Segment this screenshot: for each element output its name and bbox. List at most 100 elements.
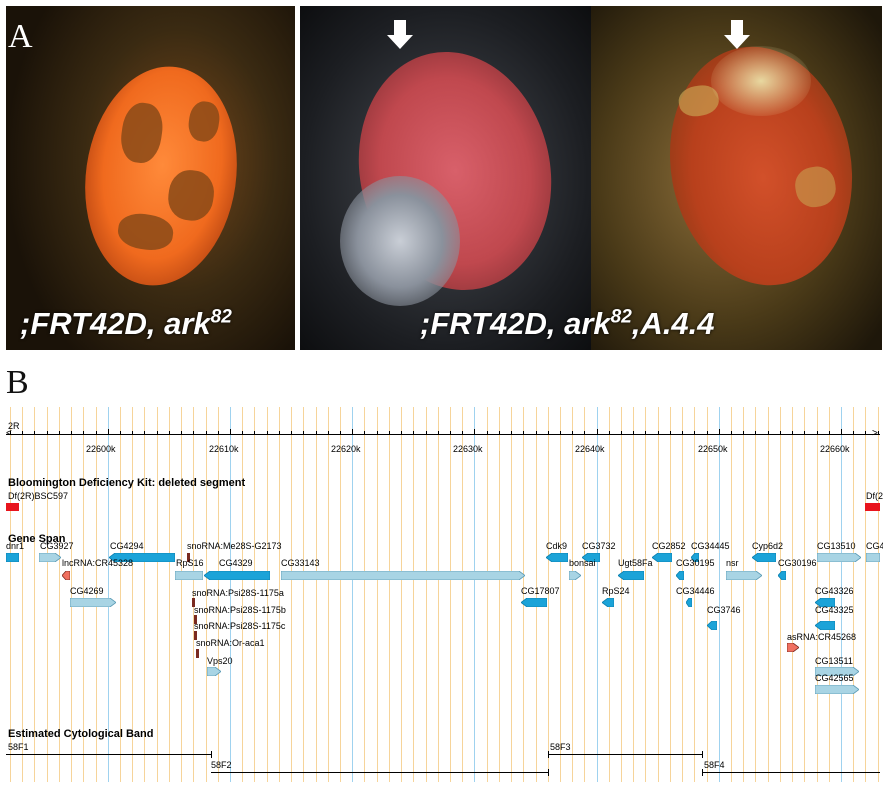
gene-label: CG33143 xyxy=(281,558,320,568)
axis-tick xyxy=(865,431,867,435)
grid-line xyxy=(230,407,231,782)
axis-tick xyxy=(413,431,415,435)
axis-tick xyxy=(498,431,500,435)
grid-line xyxy=(254,407,256,782)
band-cap xyxy=(548,769,549,776)
grid-line xyxy=(694,407,696,782)
gene-glyph[interactable] xyxy=(187,553,190,562)
axis-tick xyxy=(559,431,561,435)
gene-glyph[interactable] xyxy=(175,571,203,580)
axis-tick xyxy=(572,431,574,435)
axis-tick xyxy=(584,431,586,435)
gene-glyph[interactable] xyxy=(815,685,859,694)
grid-line xyxy=(523,407,525,782)
axis-tick xyxy=(779,431,781,435)
gene-glyph[interactable] xyxy=(815,621,835,630)
eye-photo-middle xyxy=(300,6,591,350)
band-cap xyxy=(211,751,212,758)
gene-glyph[interactable] xyxy=(62,571,70,580)
axis-tick xyxy=(437,431,439,435)
gene-label: CG30195 xyxy=(676,558,715,568)
axis-tick xyxy=(401,431,402,435)
gene-glyph[interactable] xyxy=(207,667,221,676)
gene-glyph[interactable] xyxy=(109,553,175,562)
axis-tick xyxy=(95,431,97,435)
deficiency-label: Df(2 xyxy=(866,491,883,501)
grid-line xyxy=(669,407,671,782)
grid-line xyxy=(462,407,464,782)
gene-glyph[interactable] xyxy=(6,553,19,562)
gene-glyph[interactable] xyxy=(194,631,197,640)
gene-label: snoRNA:Psi28S-1175b xyxy=(194,605,286,615)
grid-line xyxy=(841,407,842,782)
gene-glyph[interactable] xyxy=(582,553,600,562)
grid-line xyxy=(34,407,36,782)
gene-glyph[interactable] xyxy=(204,571,270,580)
gene-glyph[interactable] xyxy=(815,667,859,676)
gene-label: CG4269 xyxy=(70,586,104,596)
axis-tick xyxy=(303,431,305,435)
gene-label: CG43325 xyxy=(815,605,854,615)
gene-glyph[interactable] xyxy=(546,553,568,562)
gene-glyph[interactable] xyxy=(686,598,692,607)
axis-tick xyxy=(193,431,195,435)
grid-line xyxy=(877,407,879,782)
gene-glyph[interactable] xyxy=(196,649,199,658)
axis-tick xyxy=(731,431,732,435)
band-58F3[interactable] xyxy=(548,754,702,755)
panel-b-label: B xyxy=(6,364,29,401)
gene-glyph[interactable] xyxy=(815,598,835,607)
gene-glyph[interactable] xyxy=(192,598,195,607)
axis-tick xyxy=(596,429,598,435)
grid-line xyxy=(853,407,855,782)
grid-line xyxy=(401,407,402,782)
gene-glyph[interactable] xyxy=(39,553,61,562)
axis-tick xyxy=(266,431,268,435)
axis-tick xyxy=(10,431,11,435)
gene-glyph[interactable] xyxy=(817,553,861,562)
gene-glyph[interactable] xyxy=(652,553,672,562)
gene-glyph[interactable] xyxy=(752,553,776,562)
grid-line xyxy=(682,407,684,782)
gene-glyph[interactable] xyxy=(707,621,717,630)
gene-glyph[interactable] xyxy=(569,571,581,580)
gene-label: CG42565 xyxy=(815,673,854,683)
axis-tick xyxy=(511,431,512,435)
axis-tick xyxy=(792,431,794,435)
gene-glyph[interactable] xyxy=(521,598,547,607)
deficiency-segment[interactable] xyxy=(865,503,880,511)
gene-glyph[interactable] xyxy=(787,643,799,652)
gene-glyph[interactable] xyxy=(726,571,762,580)
band-58F4[interactable] xyxy=(702,772,880,773)
axis-tick xyxy=(22,431,24,435)
gene-glyph[interactable] xyxy=(194,615,197,624)
grid-line xyxy=(608,407,610,782)
grid-line xyxy=(718,407,720,782)
axis-tick xyxy=(608,431,610,435)
grid-line xyxy=(364,407,366,782)
band-label: 58F2 xyxy=(211,760,232,770)
axis-tick xyxy=(425,431,427,435)
gene-glyph[interactable] xyxy=(866,553,880,562)
grid-line xyxy=(535,407,537,782)
grid-line xyxy=(46,407,48,782)
gene-glyph[interactable] xyxy=(281,571,525,580)
genotype-caption-right: ;FRT42D, ark82,A.4.4 xyxy=(420,306,715,341)
gene-glyph[interactable] xyxy=(676,571,684,580)
gene-glyph[interactable] xyxy=(778,571,786,580)
axis-tick xyxy=(168,431,170,435)
gene-glyph[interactable] xyxy=(602,598,614,607)
gene-glyph[interactable] xyxy=(70,598,116,607)
deficiency-track-title: Bloomington Deficiency Kit: deleted segm… xyxy=(8,477,246,489)
grid-line xyxy=(205,407,207,782)
band-58F2[interactable] xyxy=(211,772,548,773)
gene-glyph[interactable] xyxy=(691,553,699,562)
deficiency-segment[interactable] xyxy=(6,503,19,511)
grid-line xyxy=(95,407,97,782)
gene-glyph[interactable] xyxy=(618,571,644,580)
axis-tick xyxy=(718,429,720,435)
tick-label: 22600k xyxy=(86,444,116,454)
band-58F1[interactable] xyxy=(6,754,211,755)
axis-tick xyxy=(376,431,378,435)
axis-tick xyxy=(181,431,183,435)
